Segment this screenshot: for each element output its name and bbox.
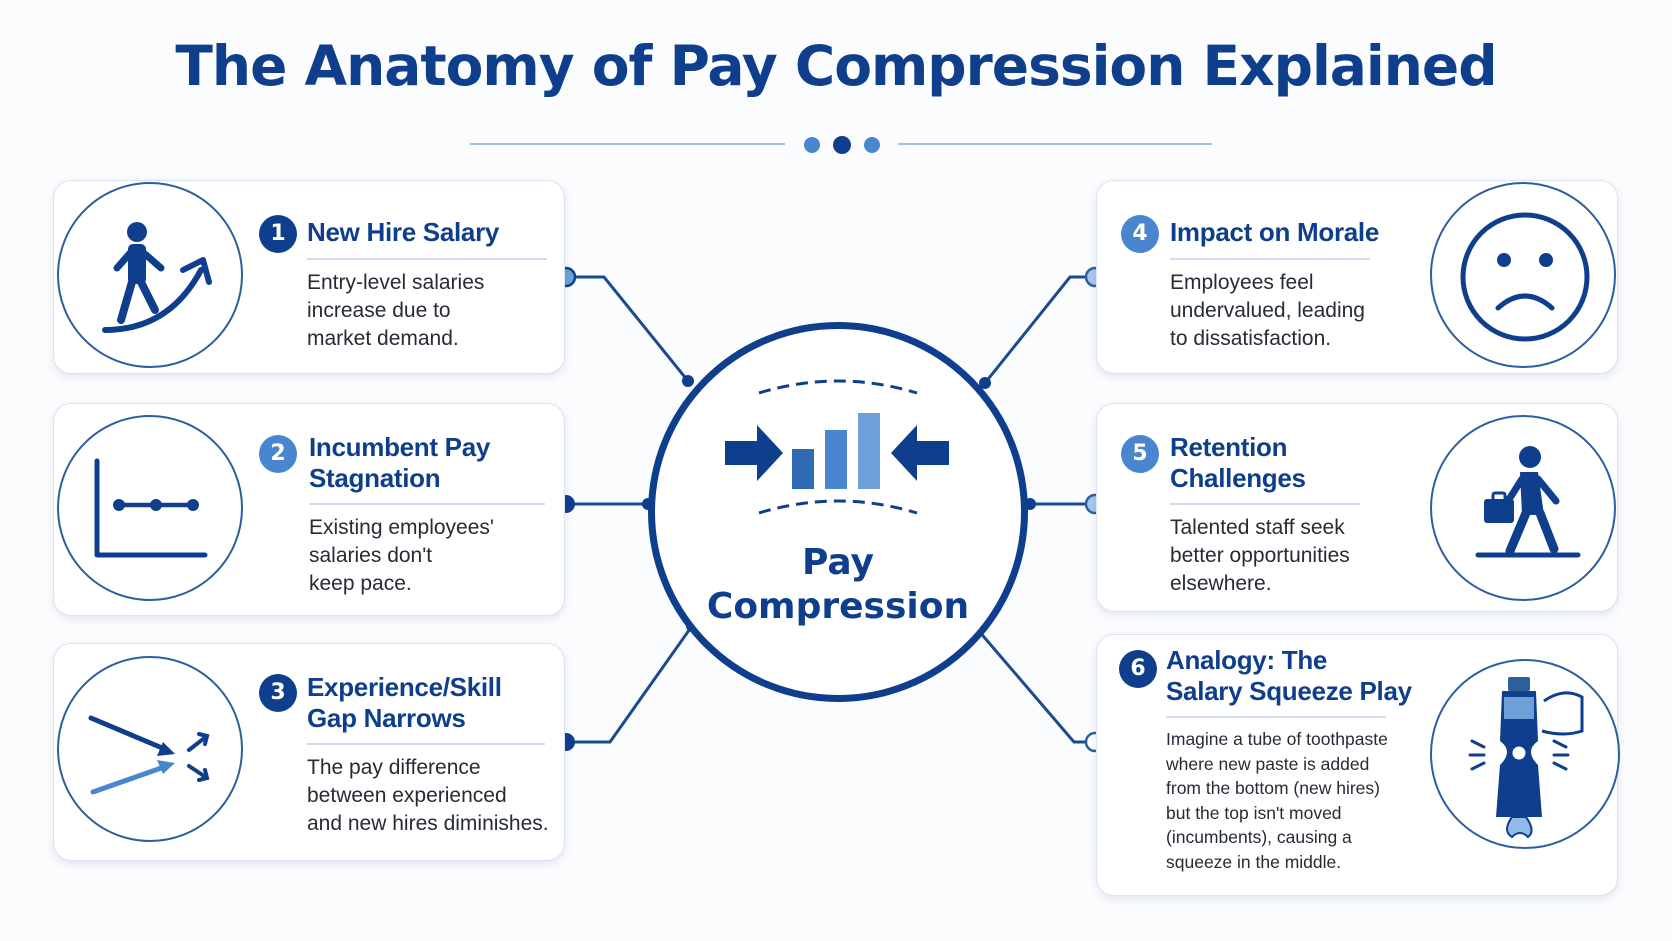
title-rule	[307, 258, 547, 260]
card-description: Employees feel undervalued, leading to d…	[1170, 271, 1365, 350]
title-rule	[309, 503, 545, 505]
card-title: Experience/Skill Gap Narrows	[307, 672, 502, 733]
card-title: Retention Challenges	[1170, 432, 1306, 493]
card-title: New Hire Salary	[307, 217, 500, 247]
converging-arrows-icon	[57, 656, 243, 842]
card-title: Analogy: The Salary Squeeze Play	[1166, 645, 1412, 706]
title-rule	[307, 743, 545, 745]
step-badge-5: 5	[1121, 435, 1159, 473]
person-leaving-briefcase-icon	[1430, 415, 1616, 601]
page-title: The Anatomy of Pay Compression Explained	[175, 34, 1497, 98]
hub-label: Pay Compression	[706, 542, 970, 627]
card-title: Impact on Morale	[1170, 217, 1380, 247]
step-badge-6: 6	[1119, 650, 1157, 688]
title-rule	[1166, 716, 1386, 718]
card-experience-skill-gap: 3 Experience/Skill Gap Narrows The pay d…	[53, 643, 565, 861]
compression-bar-chart-icon	[725, 379, 949, 515]
card-salary-squeeze-analogy: 6 Analogy: The Salary Squeeze Play Imagi…	[1096, 634, 1620, 896]
card-retention-challenges: 5 Retention Challenges Talented staff se…	[1096, 403, 1618, 612]
card-description: Imagine a tube of toothpaste where new p…	[1166, 729, 1388, 872]
card-description: Existing employees' salaries don't keep …	[309, 516, 494, 595]
step-badge-3: 3	[259, 674, 297, 712]
card-description: The pay difference between experienced a…	[307, 756, 549, 835]
title-divider	[470, 136, 1212, 154]
pay-compression-hub: Pay Compression	[648, 322, 1028, 702]
title-rule	[1170, 503, 1360, 505]
card-description: Talented staff seek better opportunities…	[1170, 516, 1350, 595]
step-badge-4: 4	[1121, 215, 1159, 253]
connector-1	[566, 275, 690, 382]
step-badge-1: 1	[259, 215, 297, 253]
sad-face-icon	[1430, 182, 1616, 368]
card-impact-on-morale: 4 Impact on Morale Employees feel underv…	[1096, 180, 1618, 374]
toothpaste-squeeze-icon	[1430, 659, 1620, 849]
card-title: Incumbent Pay Stagnation	[309, 432, 491, 493]
card-new-hire-salary: 1 New Hire Salary Entry-level salaries i…	[53, 180, 565, 374]
card-incumbent-pay-stagnation: 2 Incumbent Pay Stagnation Existing empl…	[53, 403, 565, 616]
connector-3	[566, 625, 694, 744]
person-climbing-arrow-icon	[57, 182, 243, 368]
card-description: Entry-level salaries increase due to mar…	[307, 271, 485, 350]
step-badge-2: 2	[259, 435, 297, 473]
flat-line-chart-icon	[57, 415, 243, 601]
title-rule	[1170, 258, 1370, 260]
